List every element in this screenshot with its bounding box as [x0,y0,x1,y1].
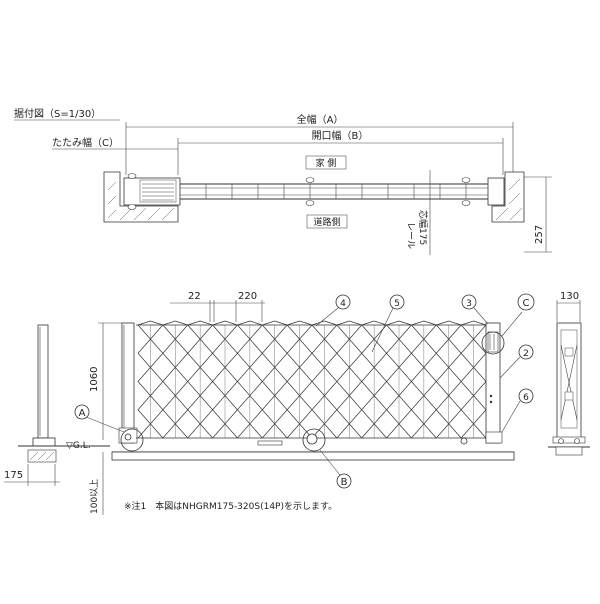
lattice-bar [286,324,313,439]
lattice-top-spike [411,320,437,326]
note-text: ※注1 本図はNHGRM175-320S(14P)を示します。 [124,500,337,512]
lattice-bar [187,324,214,439]
bollard [32,324,56,447]
lattice-bar [361,324,388,439]
dim-175-label: 175 [4,470,23,481]
balloon-4: 4 [315,294,351,327]
lattice-top-spike [137,320,163,326]
dim-100-label: 100以上 [89,479,100,514]
lattice-bar [162,324,189,439]
callout-a: A [74,404,144,452]
rail-label-2: 芯幅175 [417,210,429,245]
dim-257-label: 257 [534,225,545,244]
bollard-footing [27,449,57,463]
lattice-bar [311,324,338,439]
wheels [124,433,468,446]
balloon-5-label: 5 [394,299,400,309]
road-side-label: 道路側 [313,216,340,228]
opening-width-label: 開口幅（B） [312,129,369,142]
fold-width-label: たたみ幅（C） [52,136,119,149]
rail-label-1: レール [405,222,415,249]
callout-b-label: B [341,477,348,488]
lattice-bar [410,324,437,439]
house-side-label: 家 側 [316,157,337,169]
lattice-bar [435,324,462,439]
lattice-top-spike [162,320,188,326]
balloon-5: 5 [371,294,405,353]
gate-plan [123,173,505,210]
lattice-top-spike [361,320,387,326]
side-view [548,322,590,456]
lattice-top-spike [187,320,213,326]
lattice-top-spike [461,320,487,326]
balloon-2-label: 2 [523,349,529,359]
callout-b: B [302,428,352,489]
gl-label: ▽G.L. [66,441,91,451]
gate-lattice [136,324,490,439]
scissor-lattice [137,320,487,439]
lattice-bar [212,324,238,439]
balloon-3-label: 3 [466,299,472,309]
foundation [111,451,515,461]
lattice-bar [386,324,412,439]
balloon-3: 3 [461,294,489,325]
house-side-box [305,155,347,170]
lattice-top-spike [311,320,337,326]
lattice-bar [460,324,487,439]
right-wall [491,171,525,223]
dim-220-label: 220 [238,291,257,302]
balloon-6: 6 [501,388,534,433]
lattice-bar [336,324,363,439]
callout-c-label: C [523,298,530,309]
road-side-box [306,214,348,229]
dim-1060-label: 1060 [89,367,100,392]
lattice-top-spike [237,320,263,326]
balloon-4-label: 4 [340,299,346,309]
dim-130-label: 130 [560,291,579,302]
left-wall [103,171,179,223]
install-plan-label: 据付図（S=1/30） [14,107,101,120]
callout-a-label: A [79,408,86,419]
lattice-top-spike [262,320,288,326]
lattice-bar [236,324,263,439]
callout-c: C [481,293,535,355]
balloon-2: 2 [499,344,534,379]
lattice-bar [137,324,164,439]
lattice-top-spike [287,320,313,326]
dim-22-label: 22 [188,291,201,302]
lattice-top-spike [436,320,462,326]
lattice-top-spike [212,320,238,326]
lattice-bar [261,324,288,439]
lattice-top-spike [336,320,362,326]
balloon-6-label: 6 [523,393,529,403]
right-post [485,322,503,444]
full-width-label: 全幅（A） [297,113,344,126]
left-post [118,322,138,444]
lattice-top-spike [386,320,412,326]
